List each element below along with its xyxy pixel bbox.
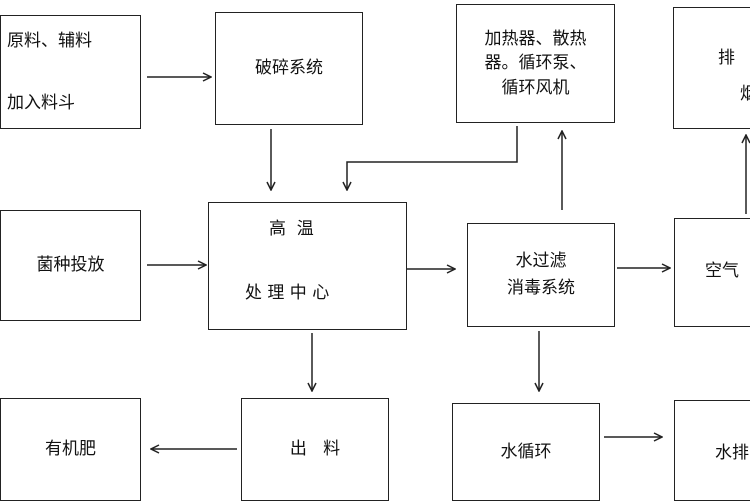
crushing-system-label: 破碎系统 [255, 58, 323, 79]
crushing-system-box: 破碎系统 [215, 12, 363, 125]
organic-fertilizer-label: 有机肥 [45, 439, 96, 460]
heating-equipment-line1: 加热器、散热 [484, 28, 587, 49]
high-temp-line2: 处 理 中 心 [245, 283, 330, 303]
raw-material-line2: 加入料斗 [7, 93, 75, 113]
exhaust-box: 排 烟 [673, 7, 750, 129]
air-label: 空气 [705, 261, 739, 281]
heating-equipment-box: 加热器、散热 器。循环泵、 循环风机 [456, 4, 615, 123]
water-filter-line2: 消毒系统 [507, 278, 575, 298]
high-temp-line1: 高 温 [269, 219, 314, 239]
heating-equipment-line3: 循环风机 [501, 77, 570, 98]
discharge-label: 出 料 [289, 439, 341, 460]
arrow-heating-to-center [347, 126, 518, 190]
inoculum-box: 菌种投放 [0, 210, 141, 321]
exhaust-line2: 烟 [740, 84, 750, 104]
inoculum-label: 菌种投放 [36, 255, 105, 276]
organic-fertilizer-box: 有机肥 [0, 398, 141, 501]
water-cycle-label: 水循环 [500, 441, 552, 462]
exhaust-line1: 排 [718, 48, 735, 68]
raw-material-feed-box: 原料、辅料 加入料斗 [0, 15, 141, 129]
water-discharge-box-partial: 水排 [674, 400, 750, 501]
water-filter-box: 水过滤 消毒系统 [467, 223, 615, 327]
water-discharge-label: 水排 [715, 443, 749, 463]
high-temp-center-box: 高 温 处 理 中 心 [208, 202, 407, 330]
discharge-box: 出 料 [241, 398, 389, 501]
heating-equipment-line2: 器。循环泵、 [484, 53, 587, 74]
water-cycle-box: 水循环 [452, 403, 600, 501]
water-filter-line1: 水过滤 [515, 250, 567, 271]
raw-material-line1: 原料、辅料 [7, 31, 92, 51]
air-box-partial: 空气 [674, 218, 750, 327]
